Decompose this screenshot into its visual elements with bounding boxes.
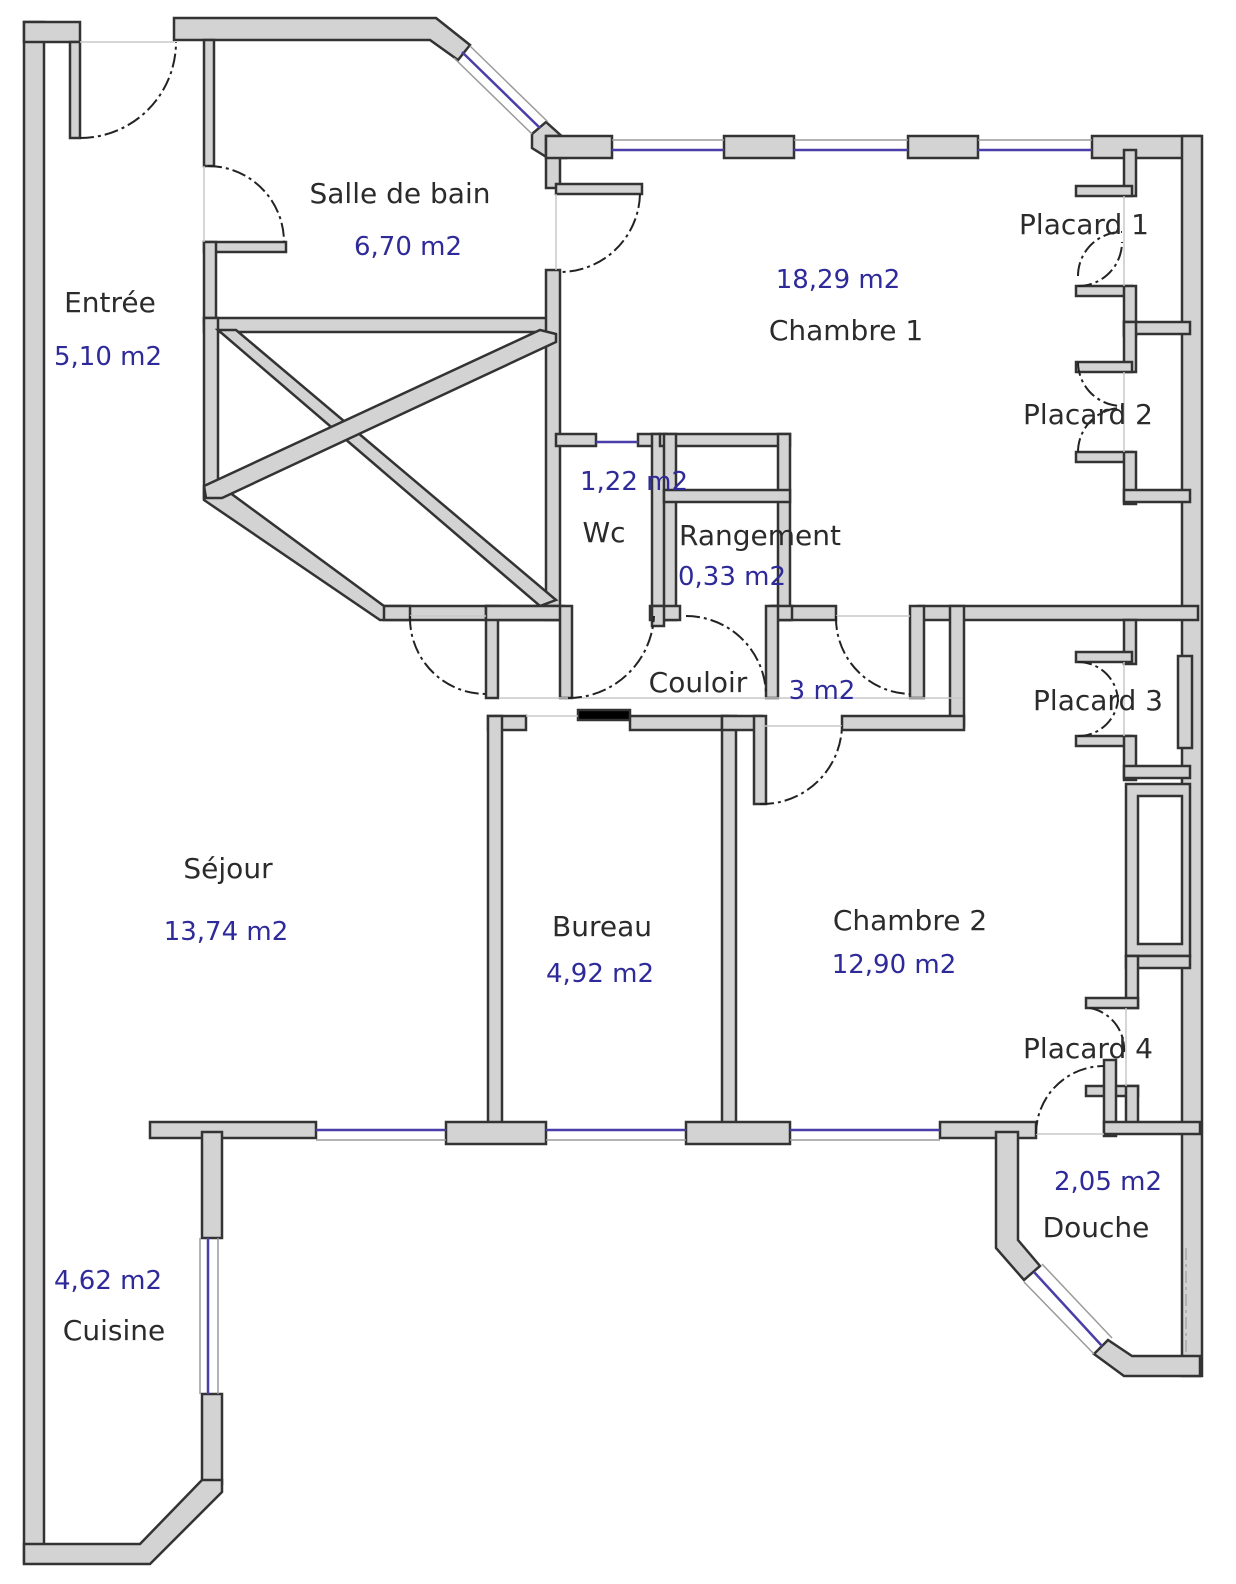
label-couloir-area: 3 m2	[789, 676, 856, 706]
wall-bath-left-lower	[202, 240, 218, 326]
wall-bath-left-upper	[202, 38, 216, 168]
label-chambre2-area: 12,90 m2	[832, 950, 957, 980]
door-chambre2	[759, 725, 843, 806]
door-douche	[1035, 1065, 1105, 1135]
wall-ch2-door-stub	[752, 714, 768, 806]
door-placard1	[1077, 231, 1123, 287]
label-rangement-name: Rangement	[679, 519, 841, 552]
label-salle-de-bain-area: 6,70 m2	[354, 232, 462, 262]
label-cuisine-area: 4,62 m2	[54, 1266, 162, 1296]
door-couloir-ch1	[834, 615, 911, 695]
label-wc-name: Wc	[582, 516, 625, 549]
wall-shaft-top	[202, 316, 560, 334]
label-rangement-area: 0,33 m2	[678, 562, 786, 592]
wall-placard3-bump	[1176, 654, 1194, 750]
door-placard4	[1089, 1007, 1126, 1053]
wall-bureau-top-dark	[576, 708, 632, 722]
label-cuisine-name: Cuisine	[63, 1314, 165, 1347]
wall-cuisine-right-lower	[200, 1392, 224, 1486]
windows	[199, 45, 1113, 1394]
label-chambre2-name: Chambre 2	[833, 904, 987, 937]
wall-entry-stub	[68, 40, 82, 140]
wall-douche-left	[994, 1130, 1042, 1282]
label-placard1-name: Placard 1	[1019, 208, 1149, 241]
label-wc-area: 1,22 m2	[580, 467, 688, 497]
label-douche-name: Douche	[1043, 1211, 1150, 1244]
wall-top-bathroom	[172, 16, 472, 62]
doors	[79, 41, 1126, 1135]
wall-bureau-right	[720, 714, 738, 1138]
door-placard3	[1077, 661, 1119, 738]
wall-bureau-top-right	[628, 714, 730, 732]
wall-corridor-wc-door-r	[650, 604, 666, 628]
room-labels: Salle de bain 6,70 m2 Entrée 5,10 m2 18,…	[54, 177, 1163, 1347]
window-douche	[1033, 1271, 1103, 1347]
label-bureau-name: Bureau	[552, 910, 652, 943]
wall-placard2-door-top	[1074, 360, 1134, 374]
wall-top-entry	[22, 20, 82, 44]
wall-cuisine-right-upper	[200, 1130, 224, 1240]
label-chambre1-area: 18,29 m2	[776, 265, 901, 295]
door-sejour	[408, 615, 487, 695]
label-chambre1-name: Chambre 1	[769, 314, 923, 347]
label-sejour-name: Séjour	[183, 852, 273, 885]
label-entree-name: Entrée	[64, 286, 156, 319]
wall-bureau-left	[486, 714, 504, 1138]
walls	[22, 16, 1204, 1566]
wall-rangement-top	[658, 432, 792, 448]
label-placard2-name: Placard 2	[1023, 398, 1153, 431]
label-placard4-name: Placard 4	[1023, 1032, 1153, 1065]
door-wc	[567, 615, 655, 700]
wall-rangement-left	[662, 432, 678, 622]
wall-corridor-right	[948, 604, 966, 728]
wall-shaft-left	[202, 316, 220, 500]
wall-south-right	[938, 1120, 1038, 1140]
label-placard3-name: Placard 3	[1033, 684, 1163, 717]
wall-placard3-door-top	[1074, 650, 1134, 664]
closet-b-interior	[1136, 794, 1184, 946]
wall-cuisine-bottom-angle	[22, 1478, 224, 1566]
label-bureau-area: 4,92 m2	[546, 959, 654, 989]
wall-shaft-cross-a	[214, 328, 559, 608]
wall-ch2-top-right	[840, 714, 966, 732]
door-rangement	[685, 615, 767, 695]
wall-corridor-sejour-stub	[382, 604, 412, 622]
label-entree-area: 5,10 m2	[54, 342, 162, 372]
wall-top-ch1-pier1	[722, 134, 796, 160]
door-placard2	[1077, 361, 1123, 453]
wall-placard4-door-top	[1084, 996, 1140, 1010]
wall-south-pier1	[444, 1120, 548, 1146]
wall-wc-top	[554, 432, 598, 448]
window-bathroom	[461, 51, 541, 129]
label-douche-area: 2,05 m2	[1054, 1167, 1162, 1197]
wall-placard4-door-post	[1102, 1058, 1118, 1138]
wall-south-pier2	[684, 1120, 792, 1146]
wall-top-ch1-pier2	[906, 134, 980, 160]
wall-left-outer	[22, 20, 46, 1564]
wall-top-ch1	[544, 134, 614, 160]
wall-shaft-cross-b	[202, 328, 558, 500]
wall-bath-ch1-door-stub	[554, 182, 644, 196]
door-chambre1	[559, 193, 641, 273]
label-salle-de-bain-name: Salle de bain	[310, 177, 491, 210]
door-bathroom	[207, 165, 285, 243]
wall-rangement-mid	[662, 488, 792, 504]
wall-douche-bottom	[1092, 1338, 1202, 1378]
wall-placard3-bottom	[1122, 764, 1192, 780]
door-entry	[79, 41, 177, 139]
wall-corridor-wc-door	[558, 604, 574, 700]
wall-corridor-ch1-door	[908, 604, 926, 700]
wall-placard1-door-top	[1074, 184, 1134, 198]
wall-shaft-diag-bottom	[202, 482, 562, 622]
wall-corridor-rang-door	[764, 604, 780, 700]
wall-south-left	[148, 1120, 318, 1140]
wall-corridor-sejour-door-r-cap	[484, 604, 566, 622]
label-sejour-area: 13,74 m2	[164, 917, 289, 947]
wall-douche-top	[1102, 1120, 1202, 1136]
wall-placard2-bottom	[1122, 488, 1192, 504]
label-couloir-name: Couloir	[649, 666, 748, 699]
